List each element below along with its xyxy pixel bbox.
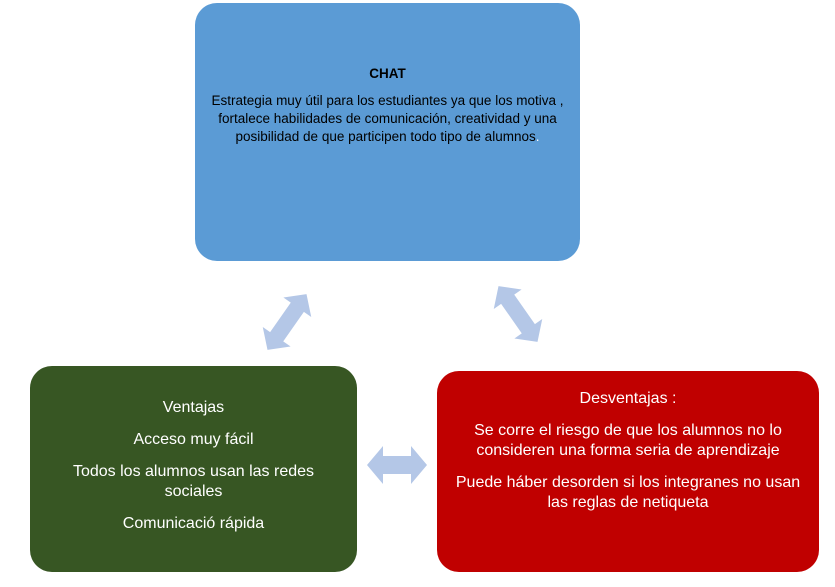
ventajas-item: Acceso muy fácil <box>133 431 254 448</box>
double-arrow-left-diagonal-icon <box>262 294 312 350</box>
chat-title: CHAT <box>369 66 406 81</box>
ventajas-box: Ventajas Acceso muy fácil Todos los alum… <box>30 366 357 572</box>
ventajas-title: Ventajas <box>162 399 225 416</box>
desventajas-title: Desventajas : <box>579 390 677 407</box>
desventajas-item: Se corre el riesgo de que los alumnos no… <box>474 422 782 459</box>
desventajas-item: Puede háber desorden si los integranes n… <box>455 474 801 511</box>
ventajas-item: Todos los alumnos usan las redes sociale… <box>72 463 315 500</box>
desventajas-box: Desventajas : Se corre el riesgo de que … <box>437 371 819 572</box>
ventajas-item: Comunicació rápida <box>122 515 265 532</box>
chat-box: CHAT Estrategia muy útil para los estudi… <box>195 3 580 261</box>
chat-description: Estrategia muy útil para los estudiantes… <box>211 93 564 144</box>
double-arrow-horizontal-icon <box>367 446 427 484</box>
double-arrow-right-diagonal-icon <box>493 286 543 342</box>
